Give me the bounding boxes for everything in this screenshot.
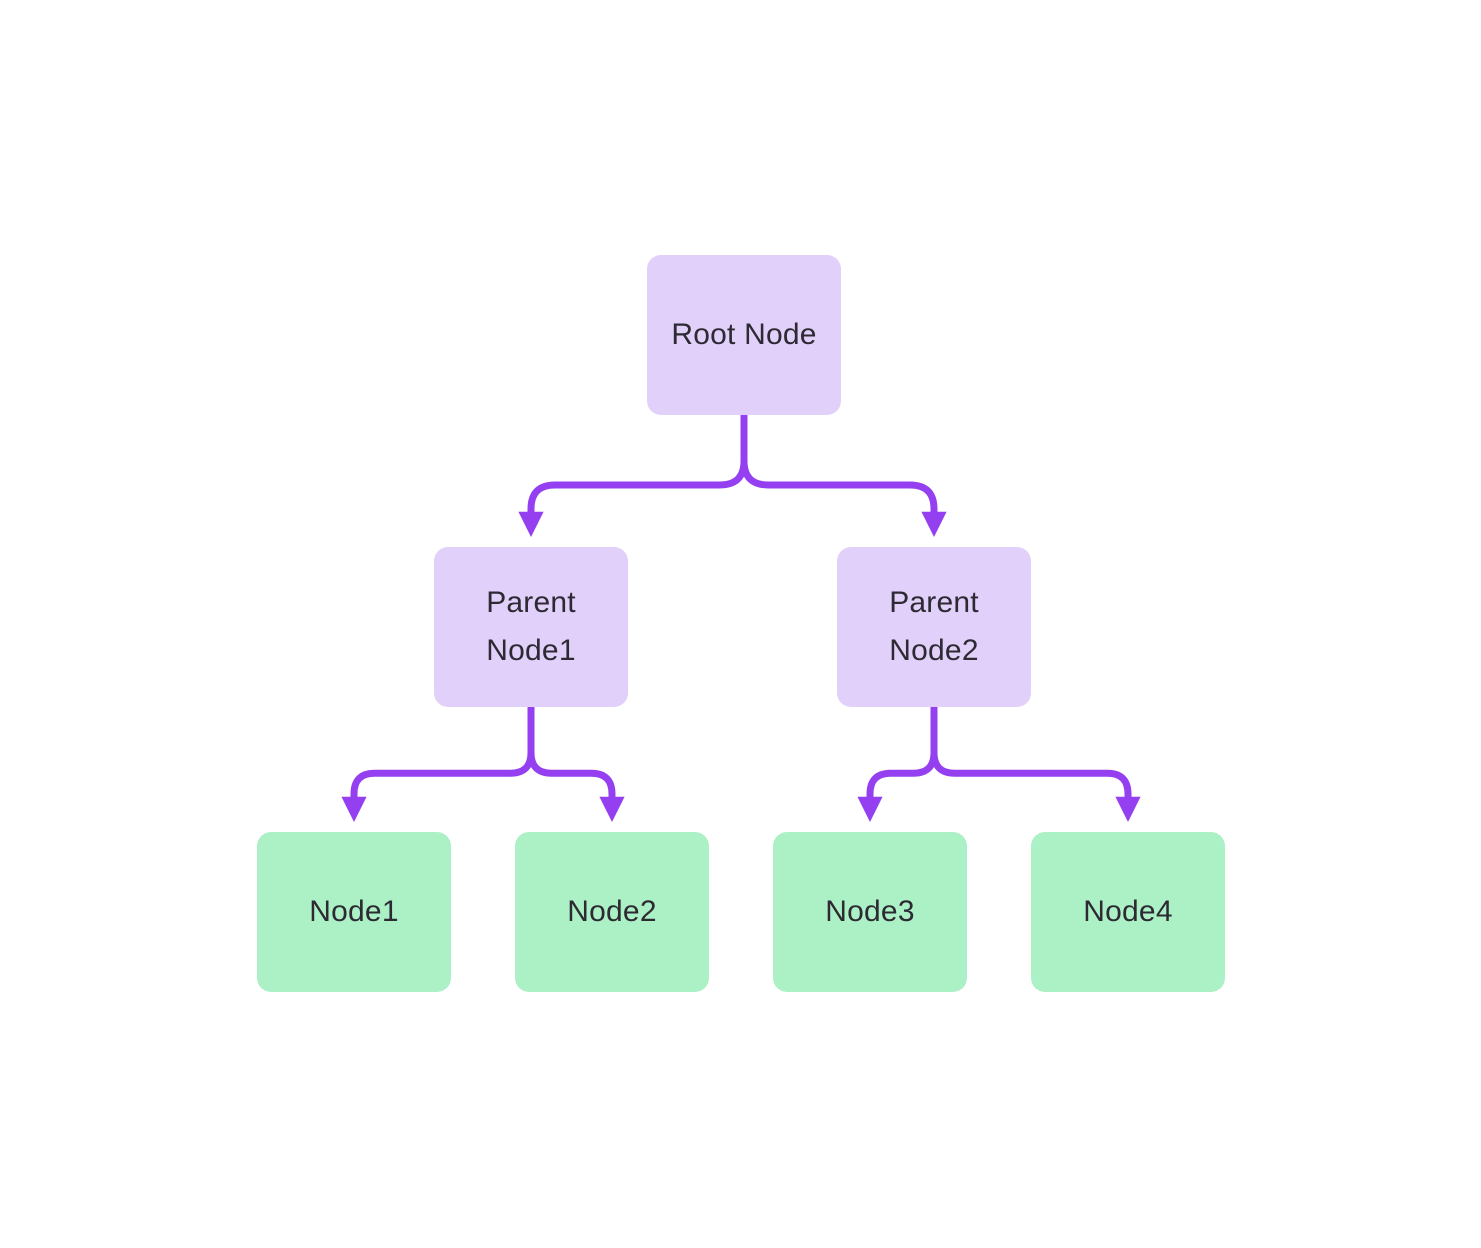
edge-root-to-parent2 (740, 415, 947, 537)
edge-parent2-to-node3 (857, 707, 938, 822)
tree-node-parent2: Parent Node2 (837, 547, 1031, 707)
tree-node-node4: Node4 (1031, 832, 1225, 992)
node-label: Node3 (825, 895, 915, 928)
tree-node-node3: Node3 (773, 832, 967, 992)
node-label: Node4 (1083, 895, 1173, 928)
tree-node-root: Root Node (647, 255, 841, 415)
edge-parent1-to-node1 (341, 707, 535, 822)
tree-node-node2: Node2 (515, 832, 709, 992)
node-label: Node1 (309, 895, 399, 928)
node-label: Parent Node2 (889, 586, 979, 667)
node-label: Parent Node1 (486, 586, 576, 667)
tree-node-parent1: Parent Node1 (434, 547, 628, 707)
edge-parent1-to-node2 (527, 707, 625, 822)
edge-root-to-parent1 (518, 415, 748, 537)
edge-parent2-to-node4 (930, 707, 1141, 822)
node-label: Root Node (671, 318, 817, 351)
node-label: Node2 (567, 895, 657, 928)
tree-node-node1: Node1 (257, 832, 451, 992)
